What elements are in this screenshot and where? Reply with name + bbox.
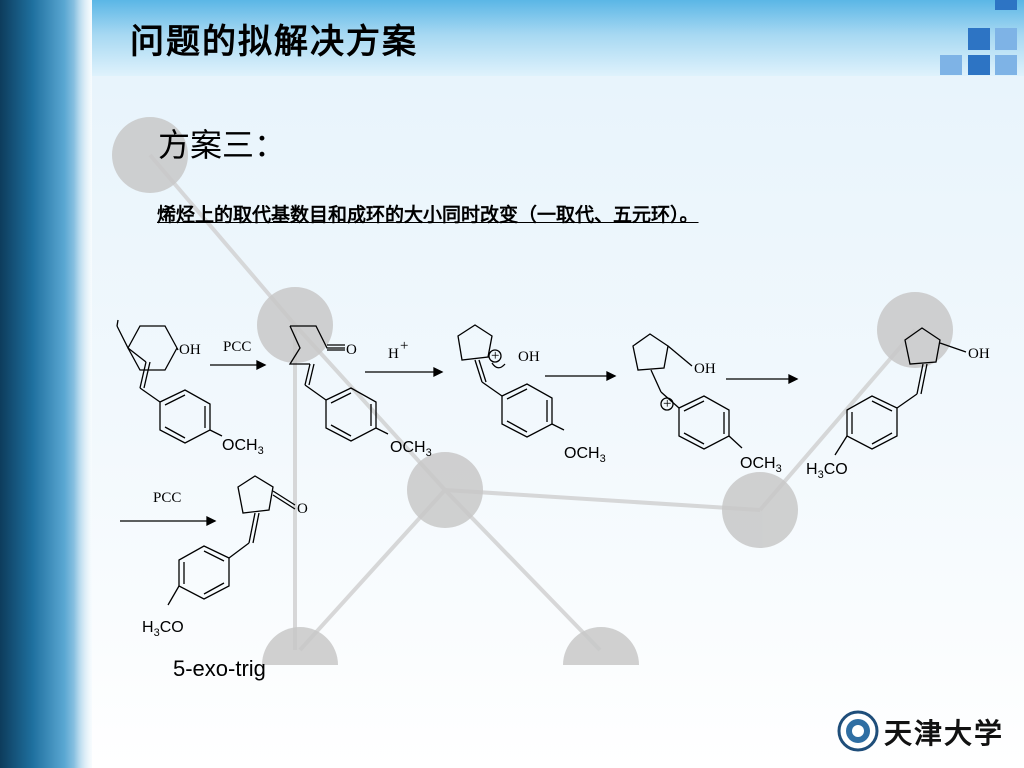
label-h3co: H3CO [806,461,848,481]
label-oh: OH [518,349,540,365]
label-o: O [297,501,308,517]
label-oh: OH [694,361,716,377]
label-plus: + [491,348,499,364]
university-name: 天津大学 [884,717,1005,750]
university-logo [837,710,879,752]
left-decor-bar [0,0,92,768]
molecule-4 [632,333,743,450]
description-text: 烯烃上的取代基数目和成环的大小同时改变（一取代、五元环）。 [157,204,699,226]
decor-square [968,55,990,75]
molecule-5 [834,327,967,456]
label-plus: + [663,396,671,412]
label-h: H [388,346,399,362]
label-h-sup: + [400,338,408,354]
mechanism-caption: 5-exo-trig [173,656,266,681]
label-h3co: H3CO [142,619,184,639]
label-och3: OCH3 [390,439,432,459]
label-och3: OCH3 [740,455,782,475]
header-band [92,0,1024,76]
molecule-6 [167,475,296,606]
decor-square [995,55,1017,75]
label-o: O [346,342,357,358]
content-background [92,76,1024,768]
molecule-2 [288,325,389,442]
section-subtitle: 方案三： [158,126,287,164]
label-oh: OH [179,342,201,358]
page-title: 问题的拟解决方案 [130,22,418,62]
decor-square [940,55,962,75]
label-pcc: PCC [153,490,181,506]
molecule-3 [457,324,565,438]
decor-square [995,28,1017,50]
decor-square [995,0,1017,10]
label-oh: OH [968,346,990,362]
label-och3: OCH3 [222,437,264,457]
label-och3: OCH3 [564,445,606,465]
decor-square [968,28,990,50]
label-pcc: PCC [223,339,251,355]
molecule-1 [116,319,223,444]
